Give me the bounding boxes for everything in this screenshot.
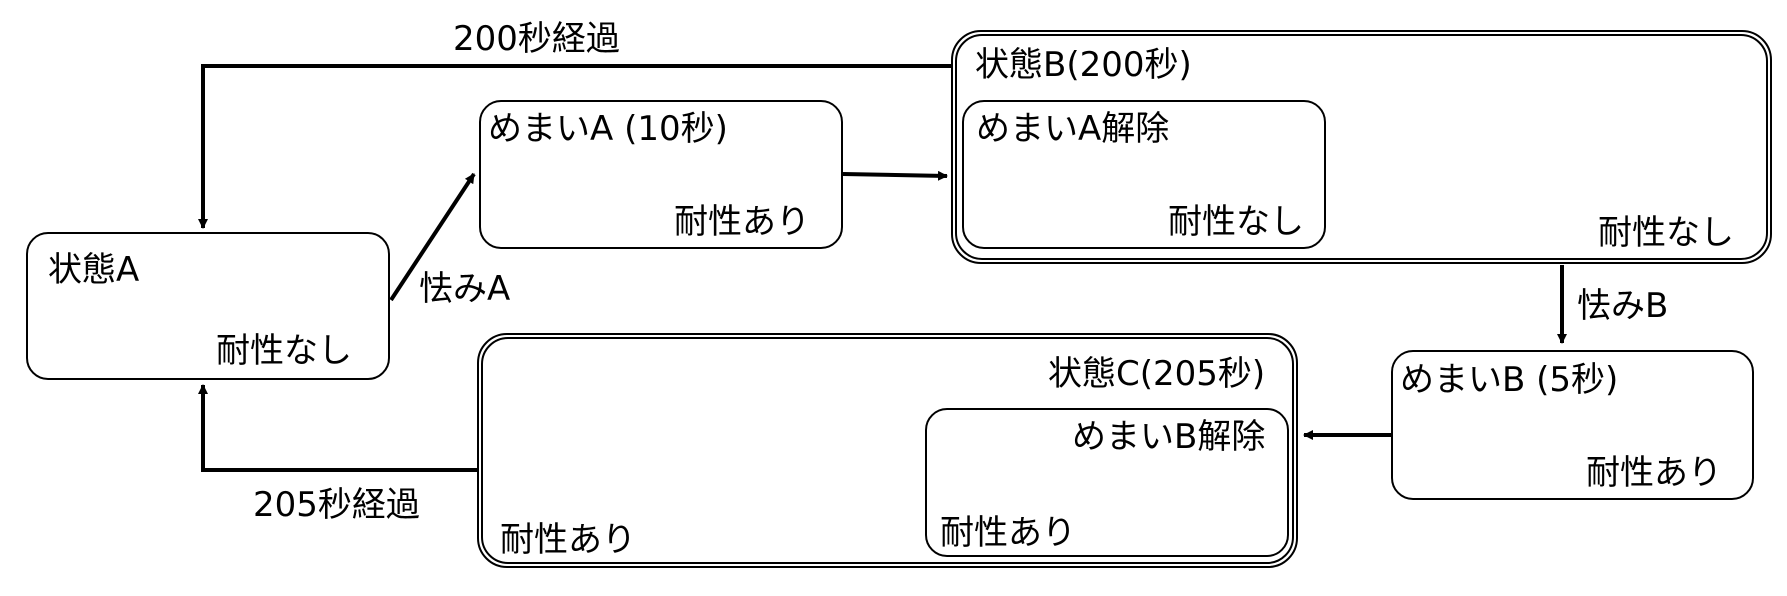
state-b-title: 状態B(200秒) bbox=[975, 45, 1192, 85]
dizzy-a-release-title: めまいA解除 bbox=[976, 109, 1170, 149]
dizzy-b-release-box bbox=[925, 408, 1289, 557]
dizzy-a-tolerance: 耐性あり bbox=[674, 202, 810, 242]
state-a-box bbox=[26, 232, 390, 380]
arrow-dizzy-a-to-b bbox=[842, 170, 948, 181]
dizzy-b-box bbox=[1391, 350, 1754, 500]
state-b-box-inner-border bbox=[955, 34, 1768, 260]
dizzy-a-release-tolerance: 耐性なし bbox=[1168, 202, 1304, 242]
state-c-tolerance: 耐性あり bbox=[500, 520, 636, 560]
state-c-box-inner-border bbox=[481, 337, 1294, 564]
arrow-elapsed-200 bbox=[198, 64, 952, 229]
dizzy-b-title: めまいB (5秒) bbox=[1400, 360, 1619, 400]
dizzy-b-tolerance: 耐性あり bbox=[1586, 453, 1722, 493]
arrow-elapsed-205 bbox=[198, 384, 477, 472]
label-elapsed-205: 205秒経過 bbox=[253, 485, 420, 525]
dizzy-a-release-box bbox=[962, 100, 1326, 249]
label-elapsed-200: 200秒経過 bbox=[453, 19, 620, 59]
state-a-tolerance: 耐性なし bbox=[216, 331, 352, 371]
dizzy-b-release-title: めまいB解除 bbox=[1072, 417, 1266, 457]
state-b-tolerance: 耐性なし bbox=[1598, 213, 1734, 253]
label-flinch-b: 怯みB bbox=[1577, 286, 1669, 326]
arrow-flinch-a bbox=[389, 172, 476, 302]
state-c-title: 状態C(205秒) bbox=[1048, 354, 1266, 394]
dizzy-a-box bbox=[479, 100, 843, 249]
state-a-title: 状態A bbox=[48, 250, 140, 290]
dizzy-a-title: めまいA (10秒) bbox=[488, 109, 728, 149]
label-flinch-a: 怯みA bbox=[419, 269, 511, 309]
dizzy-b-release-tolerance: 耐性あり bbox=[940, 513, 1076, 553]
